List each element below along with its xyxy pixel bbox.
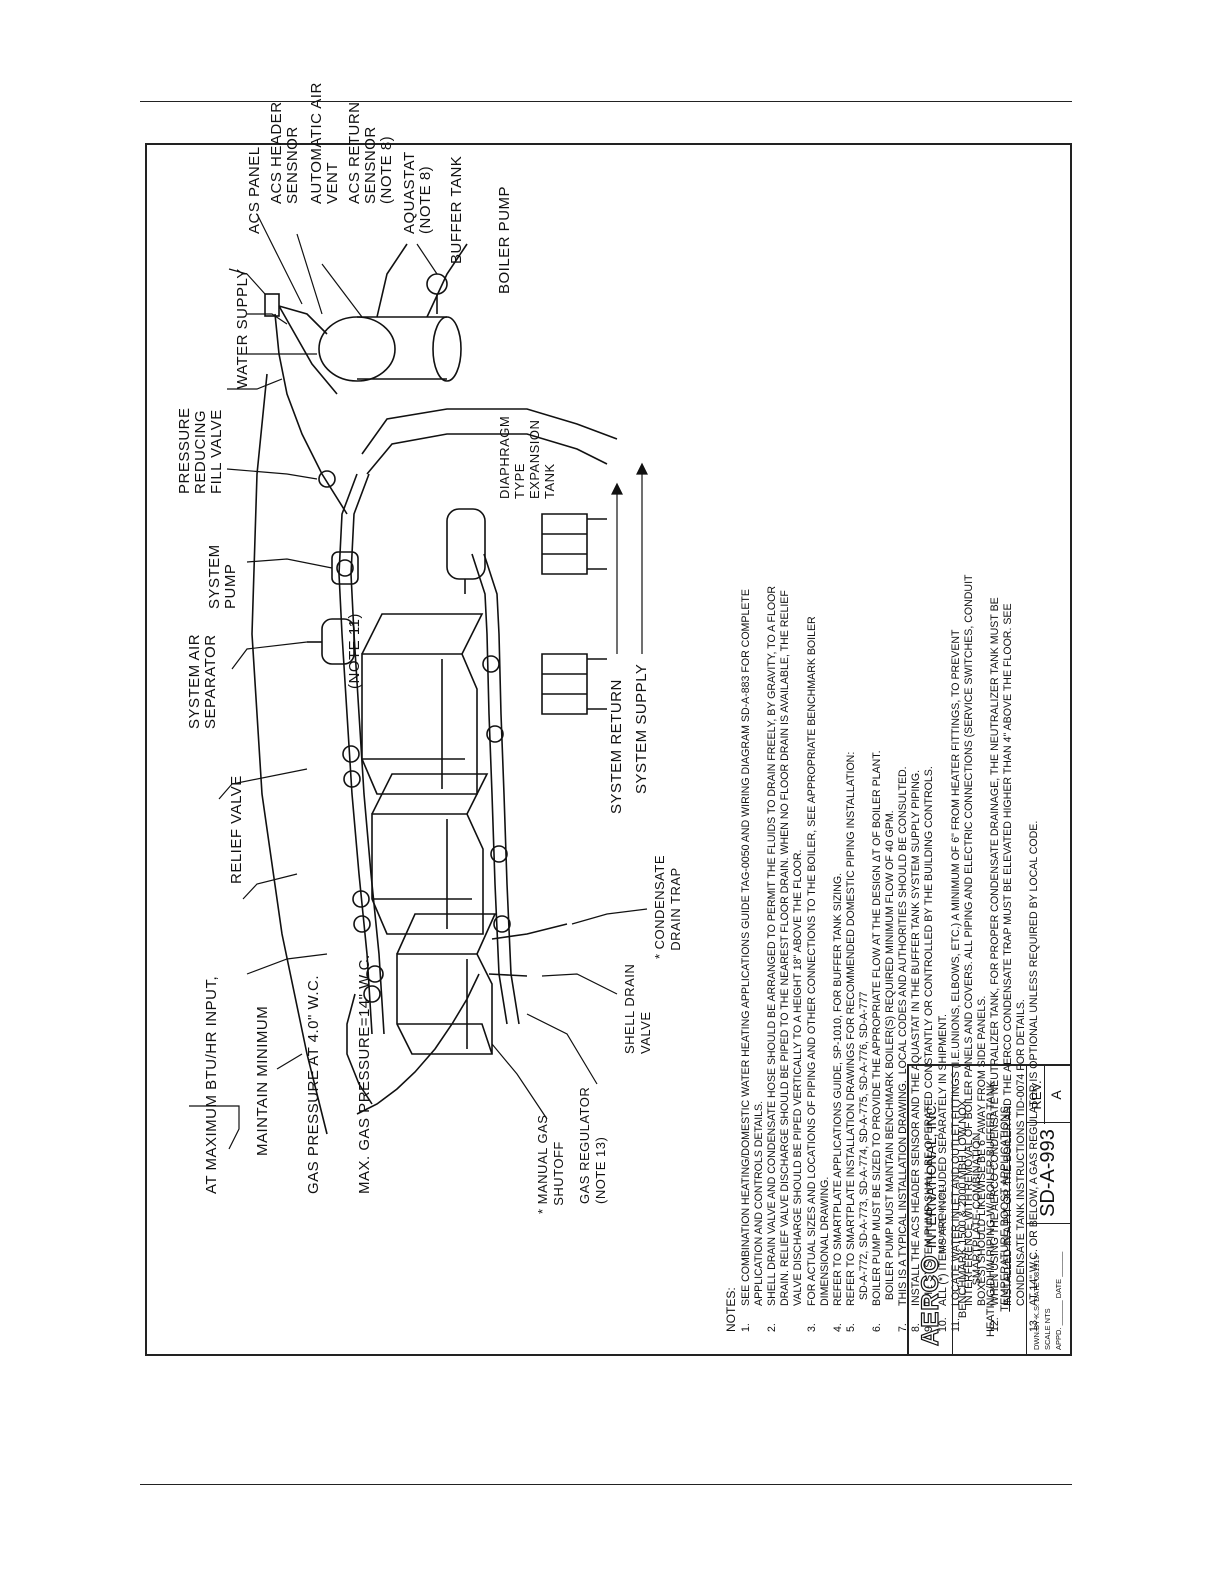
- gas-note-line-3: GAS PRESSURE AT 4.0" W.C.: [305, 975, 322, 1194]
- supply-header-2: [483, 553, 520, 1025]
- system-supply-pipe: [361, 408, 618, 455]
- label-automatic-air-vent: AUTOMATIC AIR VENT: [308, 82, 341, 204]
- label-aquastat: AQUASTAT (NOTE 8): [401, 151, 434, 234]
- note-text: FOR ACTUAL SIZES AND LOCATIONS OF PIPING…: [805, 616, 831, 1306]
- condensate-drain-line: [491, 923, 568, 940]
- note-text: SEE COMBINATION HEATING/DOMESTIC WATER H…: [740, 589, 766, 1306]
- note-3: 3. FOR ACTUAL SIZES AND LOCATIONS OF PIPI…: [806, 152, 832, 1332]
- note-number: 2.: [766, 1323, 779, 1332]
- note-2: 2. SHELL DRAIN VALVE AND CONDENSATE HOSE …: [766, 152, 805, 1332]
- company-address: Blauvelt, NY 10913: [939, 1184, 946, 1254]
- label-pressure-reducing-fill-valve: PRESSURE REDUCING FILL VALVE: [176, 407, 225, 494]
- label-water-supply: WATER SUPPLY: [234, 268, 251, 389]
- notes-heading: NOTES:: [724, 1287, 738, 1332]
- title-line-4: TEMPERATURE BOOST APPLICATIONS: [999, 1106, 1011, 1312]
- label-relief-valve: RELIEF VALVE: [228, 775, 245, 884]
- boiler-3: [361, 613, 484, 795]
- note-number: 6.: [871, 1323, 884, 1332]
- gas-line-2: [346, 993, 373, 1105]
- title-block: AERCO INTERNATIONAL, INC. Blauvelt, NY 1…: [907, 1064, 1070, 1354]
- title-line-3: HEATING/DHW PIPING W/ BOILER BUFFER TANK: [985, 1080, 997, 1338]
- label-system-pump: SYSTEM PUMP: [206, 544, 239, 609]
- label-system-return: SYSTEM RETURN: [608, 679, 625, 814]
- note-text: REFER TO SMARTPLATE APPLICATIONS GUIDE, …: [831, 872, 844, 1306]
- title-line-2: SMARTPLATE-COMBINATION: [971, 1132, 983, 1286]
- expansion-tank-symbol: [446, 508, 486, 594]
- gas-note-line-4: MAX. GAS PRESSURE=14" W.C.: [356, 954, 373, 1194]
- cold-water-line: [251, 373, 328, 1135]
- water-supply-line: [274, 313, 348, 515]
- note-number: 1.: [740, 1323, 753, 1332]
- gas-note-line-2: MAINTAIN MINIMUM: [254, 1005, 271, 1156]
- fill-valve-symbol: [318, 470, 336, 488]
- note-number: 3.: [805, 1323, 818, 1332]
- revision-label: REV.: [1029, 1080, 1044, 1110]
- note-4: 4. REFER TO SMARTPLATE APPLICATIONS GUIDE…: [832, 152, 845, 1332]
- label-condensate-drain-trap: * CONDENSATE DRAIN TRAP: [652, 855, 683, 959]
- company-name: INTERNATIONAL, INC.: [922, 1101, 939, 1249]
- note-6: 6. BOILER PUMP MUST BE SIZED TO PROVIDE T…: [871, 152, 897, 1332]
- drawing-number: SD-A-993: [1027, 1122, 1070, 1224]
- note-1: 1. SEE COMBINATION HEATING/DOMESTIC WATER…: [740, 152, 766, 1332]
- drawing-sheet: AT MAXIMUM BTU/HR INPUT, MAINTAIN MINIMU…: [145, 82, 1072, 1356]
- drawing-meta: DWN.BY K.S. DATE 081913 SCALE NTS APPD. …: [1031, 1226, 1064, 1350]
- revision-value: A: [1044, 1066, 1064, 1124]
- title-line-1: BENCHMARK 1500 & 2000 MBH LOW NOx: [957, 1099, 969, 1319]
- boiler-2: [371, 773, 489, 935]
- gas-note-line-1: AT MAXIMUM BTU/HR INPUT,: [203, 975, 220, 1194]
- rotated-drawing: AT MAXIMUM BTU/HR INPUT, MAINTAIN MINIMU…: [147, 82, 1070, 1354]
- pump-valve-cluster: [342, 655, 511, 1003]
- gas-pressure-note: AT MAXIMUM BTU/HR INPUT, MAINTAIN MINIMU…: [169, 954, 407, 1194]
- note-text: REFER TO SMARTPLATE INSTALLATION DRAWING…: [844, 751, 870, 1306]
- approved-by: APPD. ______ DATE ______: [1054, 1251, 1063, 1350]
- acs-panel-symbol: [264, 293, 280, 317]
- shell-drain-line: [488, 973, 528, 977]
- supply-header: [471, 553, 508, 1025]
- label-diaphragm-tank: DIAPHRAGM TYPE EXPANSION TANK: [497, 415, 557, 499]
- system-return-pipe: [366, 433, 608, 475]
- company-logo: AERCO INTERNATIONAL, INC. Blauvelt, NY 1…: [909, 1064, 953, 1354]
- label-note-11: (NOTE 11): [346, 613, 363, 689]
- label-acs-return-sensor: ACS RETURN SENSNOR (NOTE 8): [346, 101, 395, 204]
- note-text: SHELL DRAIN VALVE AND CONDENSATE HOSE SH…: [766, 586, 805, 1306]
- note-text: BOILER PUMP MUST BE SIZED TO PROVIDE THE…: [871, 750, 897, 1306]
- label-boiler-pump: BOILER PUMP: [496, 185, 513, 294]
- drawing-title: BENCHMARK 1500 & 2000 MBH LOW NOx SMARTP…: [953, 1064, 1027, 1354]
- system-pump-symbol: [331, 551, 359, 585]
- label-gas-regulator: GAS REGULATOR (NOTE 13): [577, 1086, 608, 1204]
- label-shell-drain-valve: SHELL DRAIN VALVE: [622, 963, 653, 1054]
- return-header: [338, 473, 373, 1035]
- smartplate-unit-2: [541, 513, 607, 575]
- scale: SCALE NTS: [1043, 1308, 1052, 1350]
- system-air-separator-symbol: [307, 618, 355, 665]
- return-header-2: [350, 473, 385, 1035]
- label-system-air-separator: SYSTEM AIR SEPARATOR: [186, 633, 219, 729]
- note-number: 5.: [844, 1323, 857, 1332]
- brand-wordmark: AERCO: [916, 1254, 944, 1347]
- revision-box: REV. A: [1027, 1066, 1070, 1124]
- buffer-tank-symbol: [318, 243, 468, 382]
- note-number: 4.: [831, 1323, 844, 1332]
- label-acs-panel: ACS PANEL: [246, 146, 263, 234]
- sensor-wire: [278, 305, 338, 395]
- label-acs-header-sensor: ACS HEADER SENSNOR: [268, 101, 301, 204]
- drawn-by: DWN.BY K.S. DATE 081913: [1032, 1255, 1041, 1350]
- header-rule: [140, 101, 1072, 102]
- label-manual-gas-shutoff: * MANUAL GAS SHUTOFF: [535, 1114, 566, 1214]
- gas-line: [356, 973, 480, 1115]
- label-system-supply: SYSTEM SUPPLY: [633, 663, 650, 794]
- footer-rule: [140, 1484, 1072, 1485]
- note-5: 5. REFER TO SMARTPLATE INSTALLATION DRAWI…: [845, 152, 871, 1332]
- label-buffer-tank: BUFFER TANK: [448, 155, 465, 264]
- piping-diagram: [189, 213, 648, 1150]
- smartplate-unit-1: [541, 653, 607, 715]
